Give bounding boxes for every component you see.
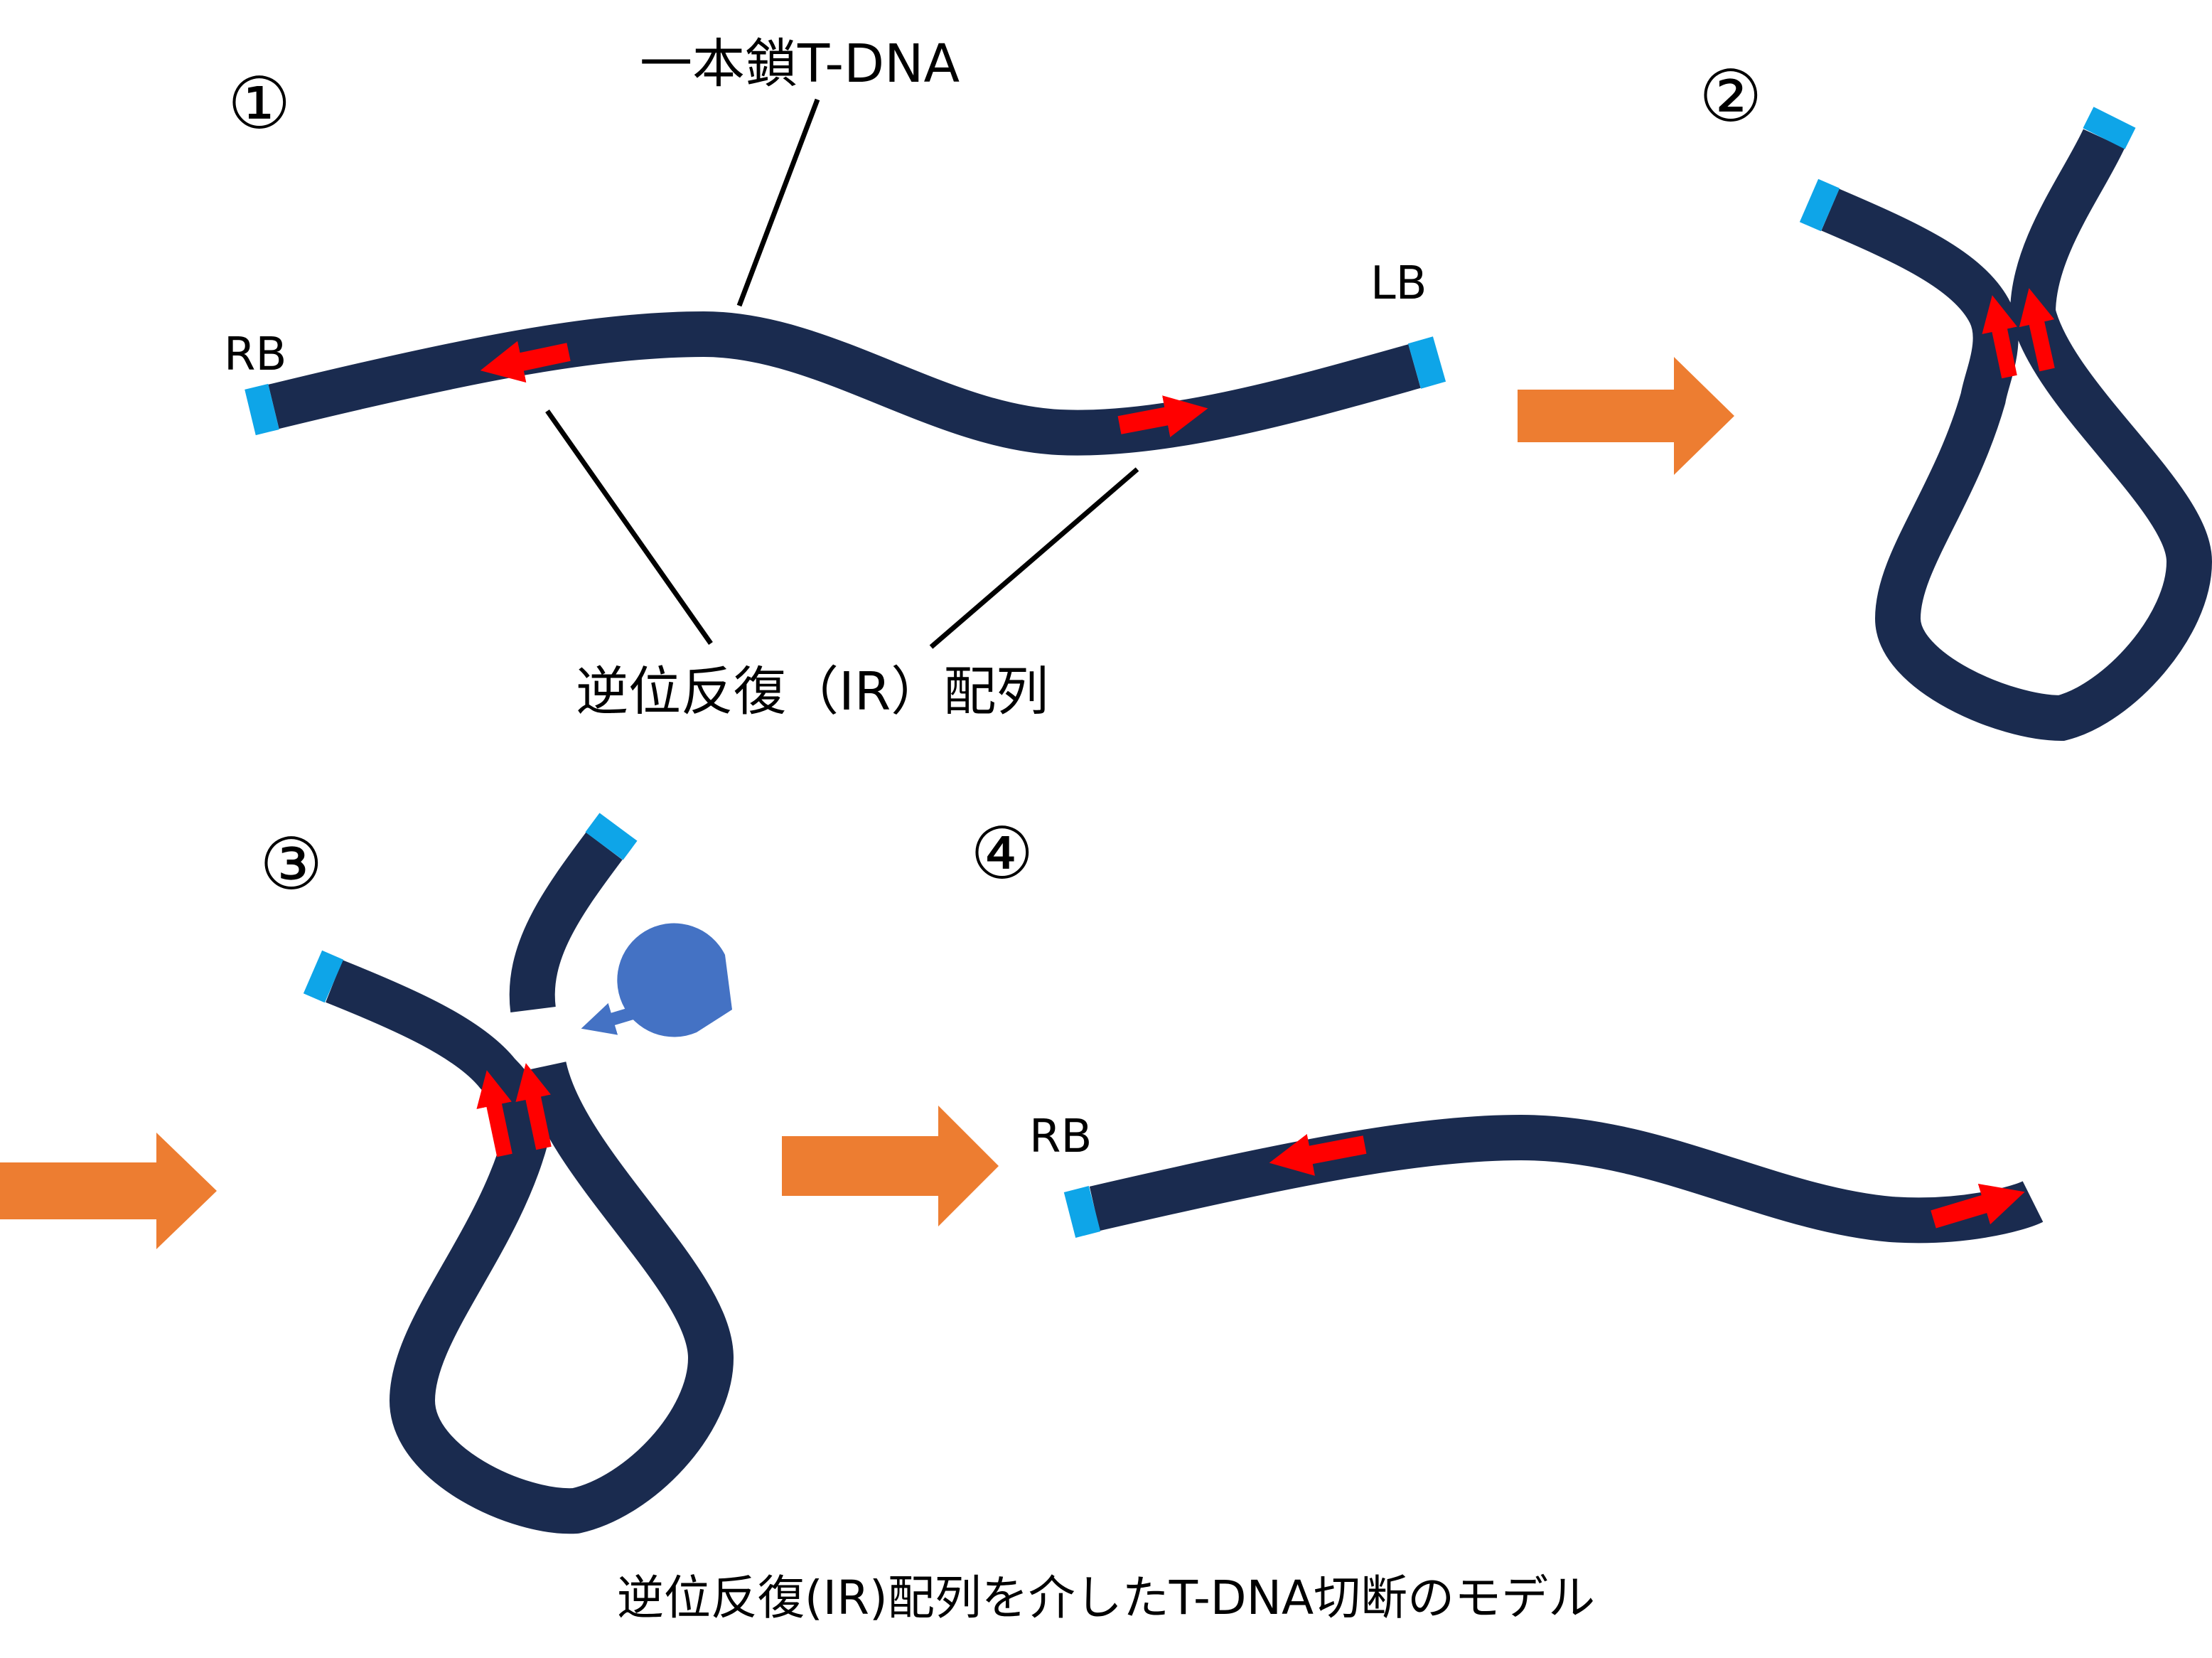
step-arrow-1-to-2 xyxy=(1518,357,1734,475)
ir-arrow-left xyxy=(480,341,571,383)
step2-loop-strand xyxy=(1821,129,2212,742)
ir-leader-line-left xyxy=(545,409,713,646)
step3-number: ③ xyxy=(259,823,323,906)
step2-border-end-right xyxy=(2083,107,2136,149)
step2-number: ② xyxy=(1699,55,1763,138)
step1-panel: ① 一本鎖T-DNA RB LB 逆位反復（IR）配列 xyxy=(224,33,1446,722)
step3-border-end-left xyxy=(303,950,344,1003)
step4-panel: ④ RB xyxy=(970,812,2044,1244)
ss-tdna-label: 一本鎖T-DNA xyxy=(640,33,960,95)
step3-cut-strand-upper xyxy=(509,832,623,1012)
step4-ir-arrow-left xyxy=(1269,1134,1367,1176)
step4-cleaved-strand xyxy=(1089,1114,2044,1244)
step2-border-end-left xyxy=(1799,178,1840,232)
step3-ir-arrow-left xyxy=(476,1070,512,1157)
lb-label: LB xyxy=(1370,257,1427,310)
step-arrow-2-to-3 xyxy=(0,1133,217,1249)
step4-ir-arrow-right xyxy=(1931,1183,2025,1229)
step-arrow-3-to-4 xyxy=(782,1106,999,1226)
step4-rb-border-end xyxy=(1063,1186,1101,1238)
ir-label: 逆位反復（IR）配列 xyxy=(576,661,1048,722)
step1-number: ① xyxy=(227,62,291,145)
step3-ir-arrow-right xyxy=(515,1063,552,1150)
step3-border-end-right xyxy=(585,813,638,860)
step3-panel: ③ xyxy=(259,813,734,1534)
lb-border-end xyxy=(1407,336,1446,389)
figure-caption: 逆位反復(IR)配列を介したT-DNA切断のモデル xyxy=(617,1571,1595,1625)
step2-panel: ② xyxy=(1699,55,2212,742)
step4-number: ④ xyxy=(970,812,1034,895)
step4-rb-label: RB xyxy=(1029,1111,1092,1163)
rb-label: RB xyxy=(224,328,286,381)
ss-tdna-strand xyxy=(268,311,1421,456)
rb-border-end xyxy=(245,383,279,436)
step2-ir-arrow-left xyxy=(1982,295,2017,379)
ir-arrow-right xyxy=(1117,395,1208,437)
step3-loop-strand-lower xyxy=(326,960,734,1534)
ss-tdna-leader-line xyxy=(736,98,820,307)
cutting-enzyme-icon xyxy=(617,923,732,1037)
ir-leader-line-right xyxy=(929,467,1139,649)
step2-ir-arrow-right xyxy=(2019,288,2055,372)
